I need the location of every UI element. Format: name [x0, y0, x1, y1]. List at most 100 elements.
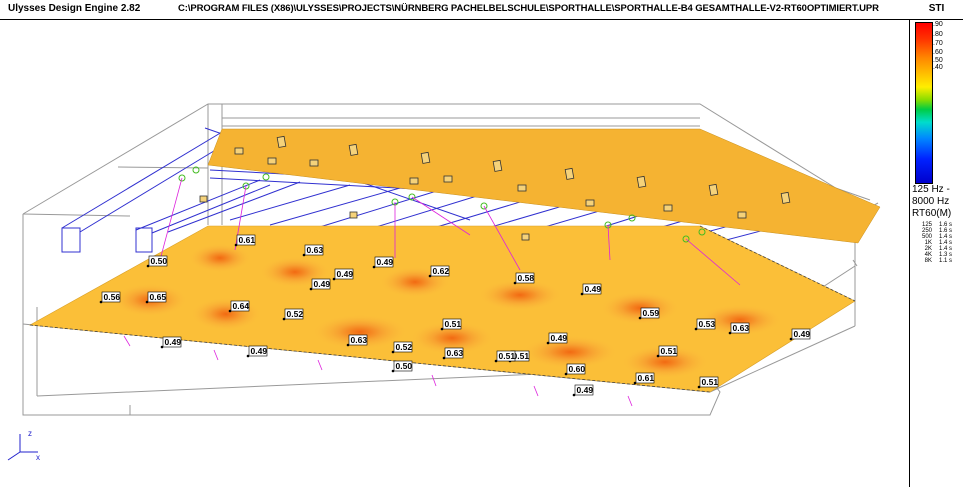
measurement-dot	[246, 354, 250, 358]
rt60-value: 1.1 s	[938, 258, 952, 264]
measurement-point[interactable]: 0.52	[391, 341, 413, 354]
measurement-point[interactable]: 0.53	[694, 318, 716, 331]
measurement-point[interactable]: 0.62	[428, 265, 450, 278]
rt60-value: 1.4 s	[938, 246, 952, 252]
hall-3d-model[interactable]: 0.610.630.500.490.490.620.490.580.490.56…	[0, 20, 909, 487]
measurement-label-box	[791, 328, 811, 340]
measurement-point[interactable]: 0.51	[697, 376, 719, 389]
measurement-dot	[228, 309, 232, 313]
measurement-label-box	[442, 318, 462, 330]
measurement-point[interactable]: 0.61	[633, 372, 655, 385]
measurement-point[interactable]: 0.49	[246, 345, 268, 358]
measurement-value: 0.56	[104, 292, 121, 302]
measurement-dot	[332, 277, 336, 281]
measurement-point[interactable]: 0.60	[564, 363, 586, 376]
measurement-point[interactable]: 0.49	[160, 336, 182, 349]
measurement-value: 0.51	[513, 351, 530, 361]
measurement-value: 0.53	[699, 319, 716, 329]
measurement-point[interactable]: 0.49	[580, 283, 602, 296]
measurement-point[interactable]: 0.49	[332, 268, 354, 281]
measurement-value: 0.49	[165, 337, 182, 347]
measurement-label-box	[444, 347, 464, 359]
measurement-dot	[145, 300, 149, 304]
rt60-band: 250	[921, 228, 932, 234]
rt60-band: 125	[921, 222, 932, 228]
measurement-dot	[789, 337, 793, 341]
measurement-dot	[309, 287, 313, 291]
measurement-dot	[564, 372, 568, 376]
measurement-dot	[572, 393, 576, 397]
measurement-label-box	[393, 360, 413, 372]
legend-tick: .60	[933, 49, 943, 56]
measurement-point[interactable]: 0.50	[391, 360, 413, 373]
legend-tick: .50	[933, 57, 943, 64]
measurement-dot	[234, 243, 238, 247]
measurement-dot	[160, 345, 164, 349]
measurement-label-box	[147, 291, 167, 303]
measurement-label-box	[696, 318, 716, 330]
measurement-point[interactable]: 0.51	[494, 350, 516, 363]
speaker-direction-markers	[178, 166, 706, 243]
measurement-value: 0.63	[307, 245, 324, 255]
measurement-point[interactable]: 0.49	[309, 278, 331, 291]
sti-colorbar	[915, 22, 933, 184]
measurement-label-box	[640, 307, 660, 319]
measurement-point[interactable]: 0.63	[728, 322, 750, 335]
measurement-value: 0.49	[251, 346, 268, 356]
measurement-label-box	[230, 300, 250, 312]
measurement-dot	[656, 354, 660, 358]
rt60-band: 500	[921, 234, 932, 240]
project-file-path: C:\PROGRAM FILES (X86)\ULYSSES\PROJECTS\…	[178, 3, 879, 14]
measurement-point[interactable]: 0.63	[302, 244, 324, 257]
floor-boundary-line	[29, 324, 711, 393]
measurement-point[interactable]: 0.56	[99, 291, 121, 304]
measurement-point[interactable]: 0.65	[145, 291, 167, 304]
measurement-dot	[302, 253, 306, 257]
measurement-value: 0.61	[638, 373, 655, 383]
measurement-label-box	[248, 345, 268, 357]
measurement-point[interactable]: 0.49	[546, 332, 568, 345]
measurement-point[interactable]: 0.64	[228, 300, 250, 313]
measurement-label-box	[430, 265, 450, 277]
measurement-point[interactable]: 0.50	[146, 255, 168, 268]
rt60-band: 1K	[924, 240, 932, 246]
measurement-label-box	[658, 345, 678, 357]
measurement-point[interactable]: 0.49	[572, 384, 594, 397]
measurement-dot	[440, 327, 444, 331]
measurement-point[interactable]: 0.52	[282, 308, 304, 321]
measurement-label-box	[311, 278, 331, 290]
app-title: Ulysses Design Engine 2.82	[8, 3, 141, 14]
loudspeaker-markers	[199, 135, 791, 241]
measurement-point[interactable]: 0.49	[789, 328, 811, 341]
rt60-band: 8K	[924, 258, 932, 264]
measurement-point[interactable]: 0.51	[440, 318, 462, 331]
rt60-band: 4K	[924, 252, 932, 258]
rt60-band: 2K	[924, 246, 932, 252]
ceiling-absorber-panel	[207, 128, 881, 244]
measurement-value: 0.65	[150, 292, 167, 302]
measurement-dot	[494, 359, 498, 363]
measurement-point[interactable]: 0.59	[638, 307, 660, 320]
measurement-point[interactable]: 0.63	[442, 347, 464, 360]
measurement-point[interactable]: 0.58	[513, 272, 535, 285]
measurement-label-box	[548, 332, 568, 344]
measurement-value: 0.49	[577, 385, 594, 395]
measurement-value: 0.61	[239, 235, 256, 245]
measurement-point[interactable]: 0.61	[234, 234, 256, 247]
measurement-value: 0.63	[733, 323, 750, 333]
measurement-label-box	[148, 255, 168, 267]
measurement-point[interactable]: 0.63	[346, 334, 368, 347]
measurement-label-box	[236, 234, 256, 246]
legend-tick: .80	[933, 31, 943, 38]
measurement-point[interactable]: 0.49	[372, 256, 394, 269]
frequency-range-high: 8000 Hz	[912, 196, 950, 207]
measurement-value: 0.58	[518, 273, 535, 283]
measurement-label-box	[334, 268, 354, 280]
measurement-value: 0.51	[445, 319, 462, 329]
measurement-point[interactable]: 0.51	[656, 345, 678, 358]
rt60-value: 1.6 s	[938, 222, 952, 228]
measurement-dot	[513, 281, 517, 285]
